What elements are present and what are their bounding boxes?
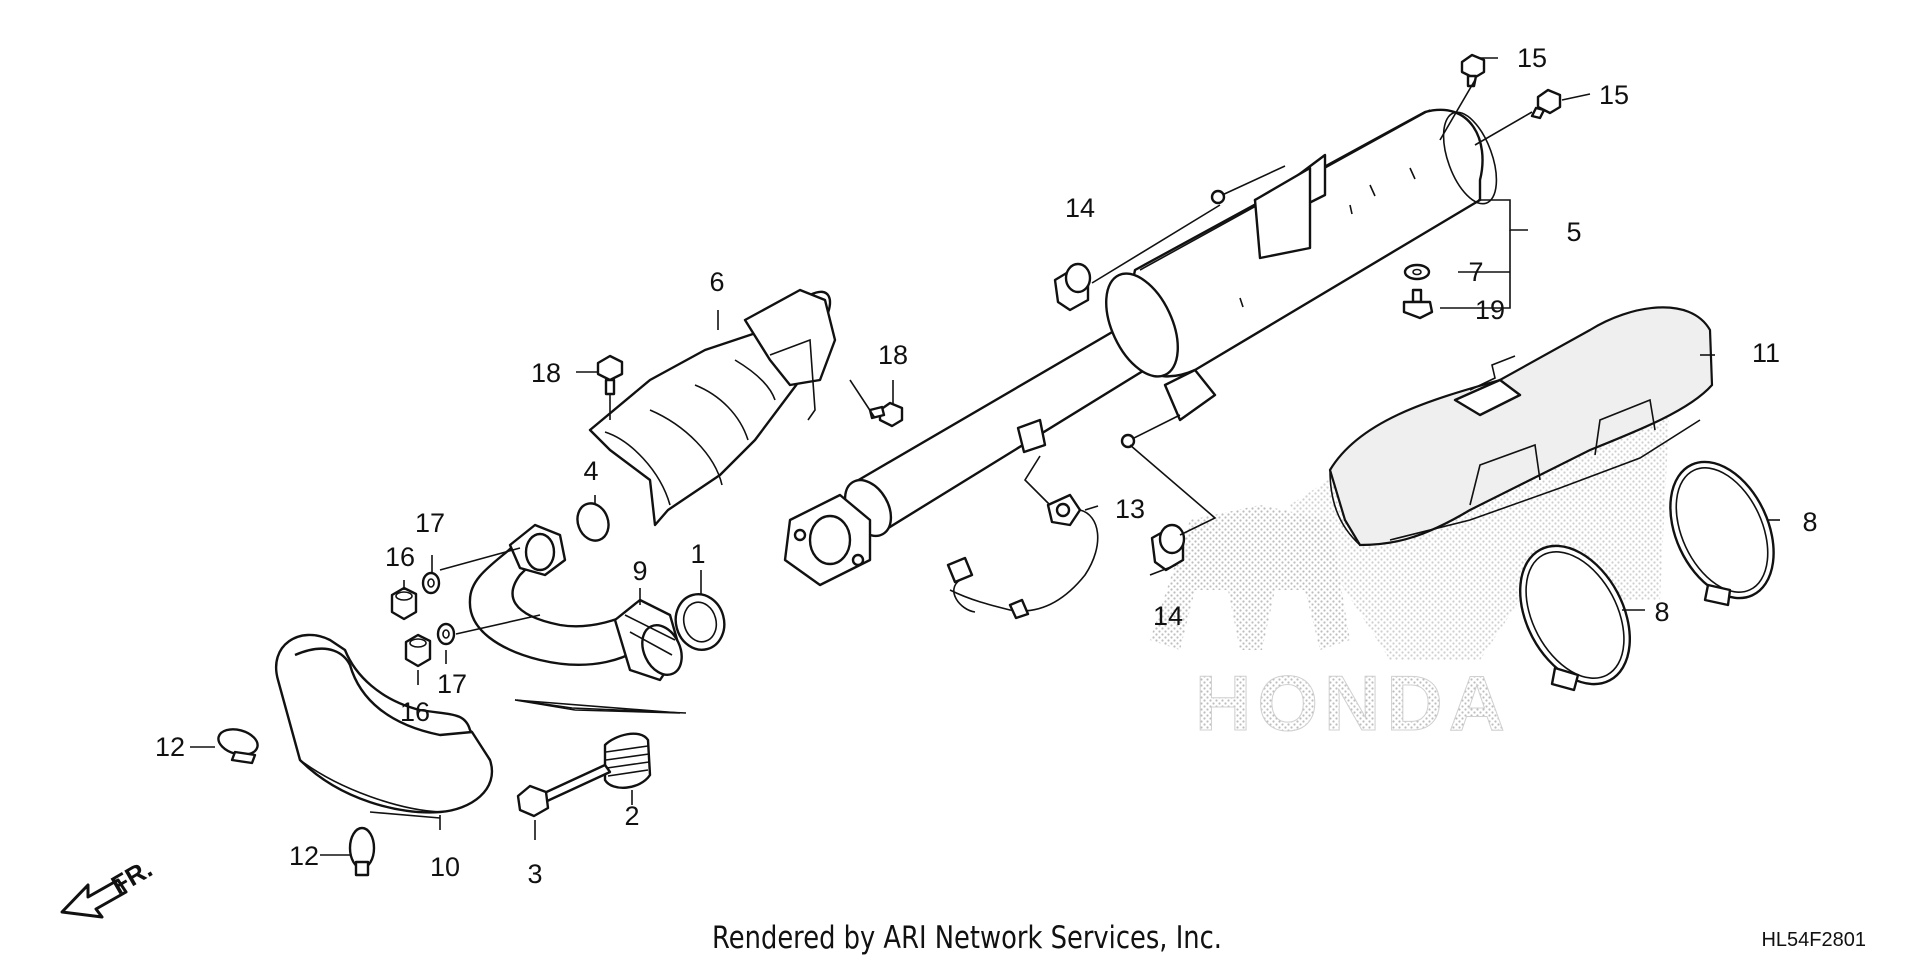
part-8-band-clamp-right: [1669, 460, 1775, 607]
callout-14-lower: 14: [1153, 601, 1183, 631]
part-10-lower-protector: [275, 633, 494, 819]
honda-watermark-text: HONDA: [1195, 659, 1511, 747]
front-arrow-icon: [60, 878, 128, 919]
part-1-gasket: [674, 593, 726, 651]
callout-12-lower: 12: [289, 841, 319, 871]
callout-16-upper: 16: [385, 542, 415, 572]
part-11-muffler-protector: [1328, 306, 1714, 547]
callout-15-a: 15: [1517, 43, 1547, 73]
part-14-grommet-lower: [1150, 523, 1186, 572]
part-3-bolt: [516, 763, 612, 818]
part-17-washer-upper: [421, 571, 441, 595]
footer-credit: Rendered by ARI Network Services, Inc.: [712, 920, 1222, 956]
callout-5: 5: [1566, 217, 1581, 247]
callout-17-upper: 17: [415, 508, 445, 538]
callout-4: 4: [583, 456, 598, 486]
part-16-nut-lower: [404, 633, 432, 668]
part-17-washer-lower: [436, 622, 456, 646]
part-14-grommet-upper: [1053, 262, 1092, 312]
callout-10: 10: [430, 852, 460, 882]
part-18-bolt-right: [868, 401, 904, 428]
part-15-bolt-a: [1460, 53, 1486, 88]
callout-6: 6: [709, 267, 724, 297]
part-16-nut-upper: [390, 586, 418, 621]
part-19-bolt: [1402, 288, 1434, 320]
callout-14-upper: 14: [1065, 193, 1095, 223]
leader-lines: [190, 57, 1780, 856]
part-12-clamp-lower: [348, 826, 376, 877]
callout-1: 1: [690, 539, 705, 569]
callout-15-b: 15: [1599, 80, 1629, 110]
callout-19: 19: [1475, 295, 1505, 325]
callout-13: 13: [1115, 494, 1145, 524]
part-2-spring: [603, 732, 652, 789]
part-12-clamp-upper: [217, 728, 259, 765]
diagram-code: HL54F2801: [1761, 929, 1866, 951]
callout-3: 3: [527, 859, 542, 889]
callout-8-left: 8: [1654, 597, 1669, 627]
front-direction-indicator: FR.: [60, 853, 157, 919]
callout-7: 7: [1468, 257, 1483, 287]
callout-16-lower: 16: [400, 697, 430, 727]
callouts: 1 2 3 4 5 6 7 8 8 9 10 11 12 12 13 14 14…: [155, 43, 1818, 889]
callout-18-right: 18: [878, 340, 908, 370]
callout-18-left: 18: [531, 358, 561, 388]
part-13-oxygen-sensor: [946, 493, 1099, 620]
callout-9: 9: [632, 556, 647, 586]
part-4-o-ring: [576, 502, 610, 542]
part-15-bolt-b: [1530, 88, 1562, 120]
callout-12-upper: 12: [155, 732, 185, 762]
callout-11: 11: [1752, 338, 1780, 368]
callout-2: 2: [624, 801, 639, 831]
part-8-band-clamp-left: [1518, 544, 1632, 692]
part-18-bolt-left: [596, 354, 624, 396]
part-5-muffler: [783, 108, 1498, 587]
callout-17-lower: 17: [437, 669, 467, 699]
callout-8-right: 8: [1802, 507, 1817, 537]
part-7-washer: [1403, 263, 1431, 281]
part-6-heat-shield: [588, 288, 837, 527]
